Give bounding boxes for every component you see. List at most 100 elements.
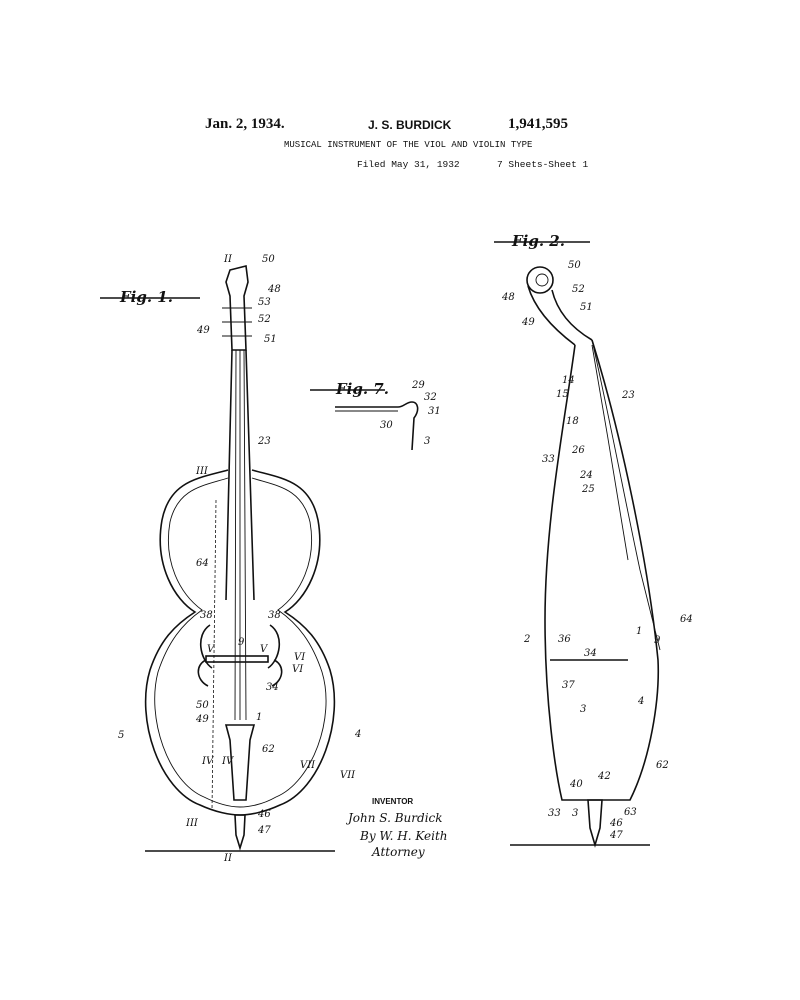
ref-number: 48 [267, 284, 281, 295]
figure-2-label: Fig. 2. [511, 232, 565, 250]
ref-number: VII [340, 770, 356, 781]
ref-number: 15 [556, 389, 569, 400]
inventor-signature: John S. Burdick [345, 811, 443, 825]
ref-number: 14 [562, 375, 575, 386]
ref-number: VII [300, 760, 316, 771]
inventor-signature-block: INVENTOR John S. Burdick By W. H. Keith … [345, 797, 448, 859]
figure-7-label: Fig. 7. [335, 380, 389, 398]
body-purfling [154, 477, 327, 808]
ref-number: 52 [258, 314, 271, 325]
ref-number: 33 [548, 808, 561, 819]
ref-number: 32 [424, 392, 437, 403]
ref-number: 30 [380, 420, 393, 431]
ref-number: 42 [597, 771, 611, 782]
ref-number: 49 [195, 714, 209, 725]
ref-number: 46 [609, 818, 623, 829]
inventor-label: INVENTOR [372, 797, 413, 806]
ref-number: 52 [572, 284, 585, 295]
ref-number: VI [294, 652, 306, 663]
attorney-signature: By W. H. Keith [359, 829, 448, 843]
patent-date: Jan. 2, 1934. [205, 116, 285, 132]
ref-number: III [185, 818, 199, 829]
figure-1-reference-numbers: 50 48 53 52 49 51 23 64 38 38 9 V V VI V… [118, 254, 361, 864]
ref-number: 34 [266, 682, 279, 693]
ref-number: 18 [566, 416, 579, 427]
ref-number: 50 [196, 700, 209, 711]
ref-number: 2 [523, 634, 530, 645]
attorney-label: Attorney [371, 845, 425, 859]
bridge [205, 655, 269, 663]
ref-number: 9 [654, 635, 661, 646]
ref-number: 9 [238, 637, 245, 648]
ref-number: 25 [581, 484, 595, 495]
endpin-side [587, 799, 603, 848]
sheet-number: 7 Sheets-Sheet 1 [497, 159, 589, 170]
endpin [234, 814, 246, 851]
ref-number: 48 [501, 292, 515, 303]
ref-number: IV [201, 756, 215, 767]
ref-number: 51 [264, 334, 277, 345]
f-hole-left [197, 624, 213, 687]
figure-1-front-view: Fig. 1. 50 48 53 52 49 51 23 64 38 38 9 … [100, 254, 361, 864]
ref-number: 64 [680, 614, 693, 625]
ref-number: 47 [609, 830, 623, 841]
ref-number: 51 [580, 302, 593, 313]
fingerboard-strings [591, 339, 661, 651]
ref-number: 36 [558, 634, 571, 645]
ref-number: III [195, 466, 209, 477]
ref-number: 49 [521, 317, 535, 328]
ref-number: 38 [268, 610, 281, 621]
ref-number: 1 [636, 626, 642, 637]
ref-number: IV [221, 756, 235, 767]
figure-2-reference-numbers: 50 48 52 51 49 14 15 23 18 26 33 24 25 6… [501, 260, 693, 841]
ref-number: 4 [354, 729, 361, 740]
tuning-pegs [222, 307, 252, 337]
ref-number: 3 [572, 808, 578, 819]
ref-number: 4 [637, 696, 644, 707]
ref-number: 1 [256, 712, 262, 723]
hidden-rod [211, 499, 217, 811]
ref-number: VI [292, 664, 304, 675]
ref-number: 62 [656, 760, 669, 771]
ref-number: 64 [196, 558, 209, 569]
ref-number: 53 [258, 297, 271, 308]
ref-number: 37 [562, 680, 575, 691]
patent-title: MUSICAL INSTRUMENT OF THE VIOL AND VIOLI… [284, 140, 533, 150]
ref-number: 62 [262, 744, 275, 755]
ref-number: 31 [428, 406, 441, 417]
ref-number: 24 [579, 470, 593, 481]
ref-number: V [260, 644, 269, 655]
ref-number: 47 [257, 825, 271, 836]
tailpiece [224, 724, 256, 801]
scroll-inner [535, 273, 549, 287]
figure-7-detail: Fig. 7. 29 32 31 30 3 [310, 380, 441, 451]
ref-number: 46 [257, 809, 271, 820]
ref-number: 50 [568, 260, 581, 271]
ref-number: 49 [196, 325, 210, 336]
ref-number: II [223, 853, 233, 864]
ref-number: 40 [569, 779, 583, 790]
filed-date: Filed May 31, 1932 [357, 159, 460, 170]
strings [234, 349, 247, 721]
neck [225, 349, 255, 601]
figure-2-side-view: Fig. 2. 50 48 52 51 49 14 15 23 18 26 33… [494, 232, 693, 848]
ref-number: 23 [257, 436, 271, 447]
ref-number: 63 [624, 807, 637, 818]
ref-number: 5 [118, 730, 124, 741]
ref-number: 29 [411, 380, 425, 391]
ref-number: 23 [621, 390, 635, 401]
ref-number: 26 [571, 445, 585, 456]
ref-number: 38 [200, 610, 213, 621]
scroll [526, 266, 554, 294]
pegbox-side [527, 285, 593, 346]
f-hole-right [267, 624, 283, 687]
patent-number: 1,941,595 [508, 116, 568, 132]
figure-1-label: Fig. 1. [119, 288, 173, 306]
ref-number: V [207, 644, 216, 655]
ref-number: 34 [584, 648, 597, 659]
inventor-name: J. S. BURDICK [368, 118, 452, 132]
edge-section [335, 401, 419, 451]
body-side-outline [544, 339, 660, 801]
ref-number: II [223, 254, 233, 265]
